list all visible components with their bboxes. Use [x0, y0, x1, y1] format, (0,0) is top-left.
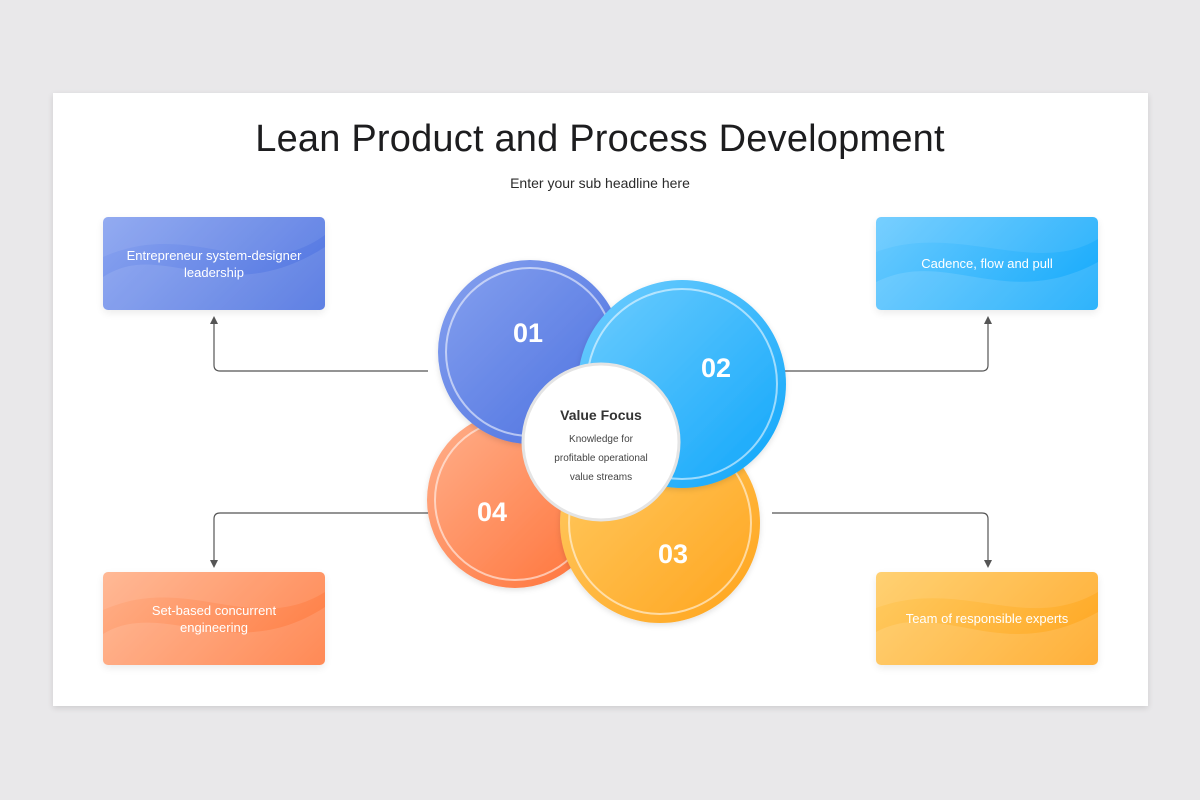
segment-04-label: Set-based concurrent engineering — [151, 602, 277, 635]
page-subtitle: Enter your sub headline here — [510, 175, 690, 191]
segment-02-label: Cadence, flow and pull — [921, 256, 1053, 271]
segment-01-box: Entrepreneur system-designer leadership — [103, 217, 325, 310]
segment-03-label: Team of responsible experts — [905, 611, 1069, 626]
center-line-2: profitable operational — [554, 453, 647, 464]
connector-04 — [210, 512, 428, 568]
segment-03-box: Team of responsible experts — [876, 572, 1098, 665]
center-line-3: value streams — [570, 472, 632, 483]
connector-03 — [772, 512, 992, 568]
segment-01-number: 01 — [513, 318, 543, 348]
connector-01 — [210, 316, 428, 372]
segment-03-number: 03 — [658, 539, 688, 569]
connector-02 — [772, 316, 992, 372]
center-line-1: Knowledge for — [569, 434, 634, 445]
segment-04-number: 04 — [477, 497, 507, 527]
segment-02-box: Cadence, flow and pull — [876, 217, 1098, 310]
center-circle — [521, 362, 681, 522]
page-title: Lean Product and Process Development — [255, 118, 945, 160]
segment-01-label: Entrepreneur system-designer leadership — [126, 247, 302, 280]
segment-04-box: Set-based concurrent engineering — [103, 572, 325, 665]
segment-02-number: 02 — [701, 353, 731, 383]
center-title: Value Focus — [560, 407, 642, 423]
